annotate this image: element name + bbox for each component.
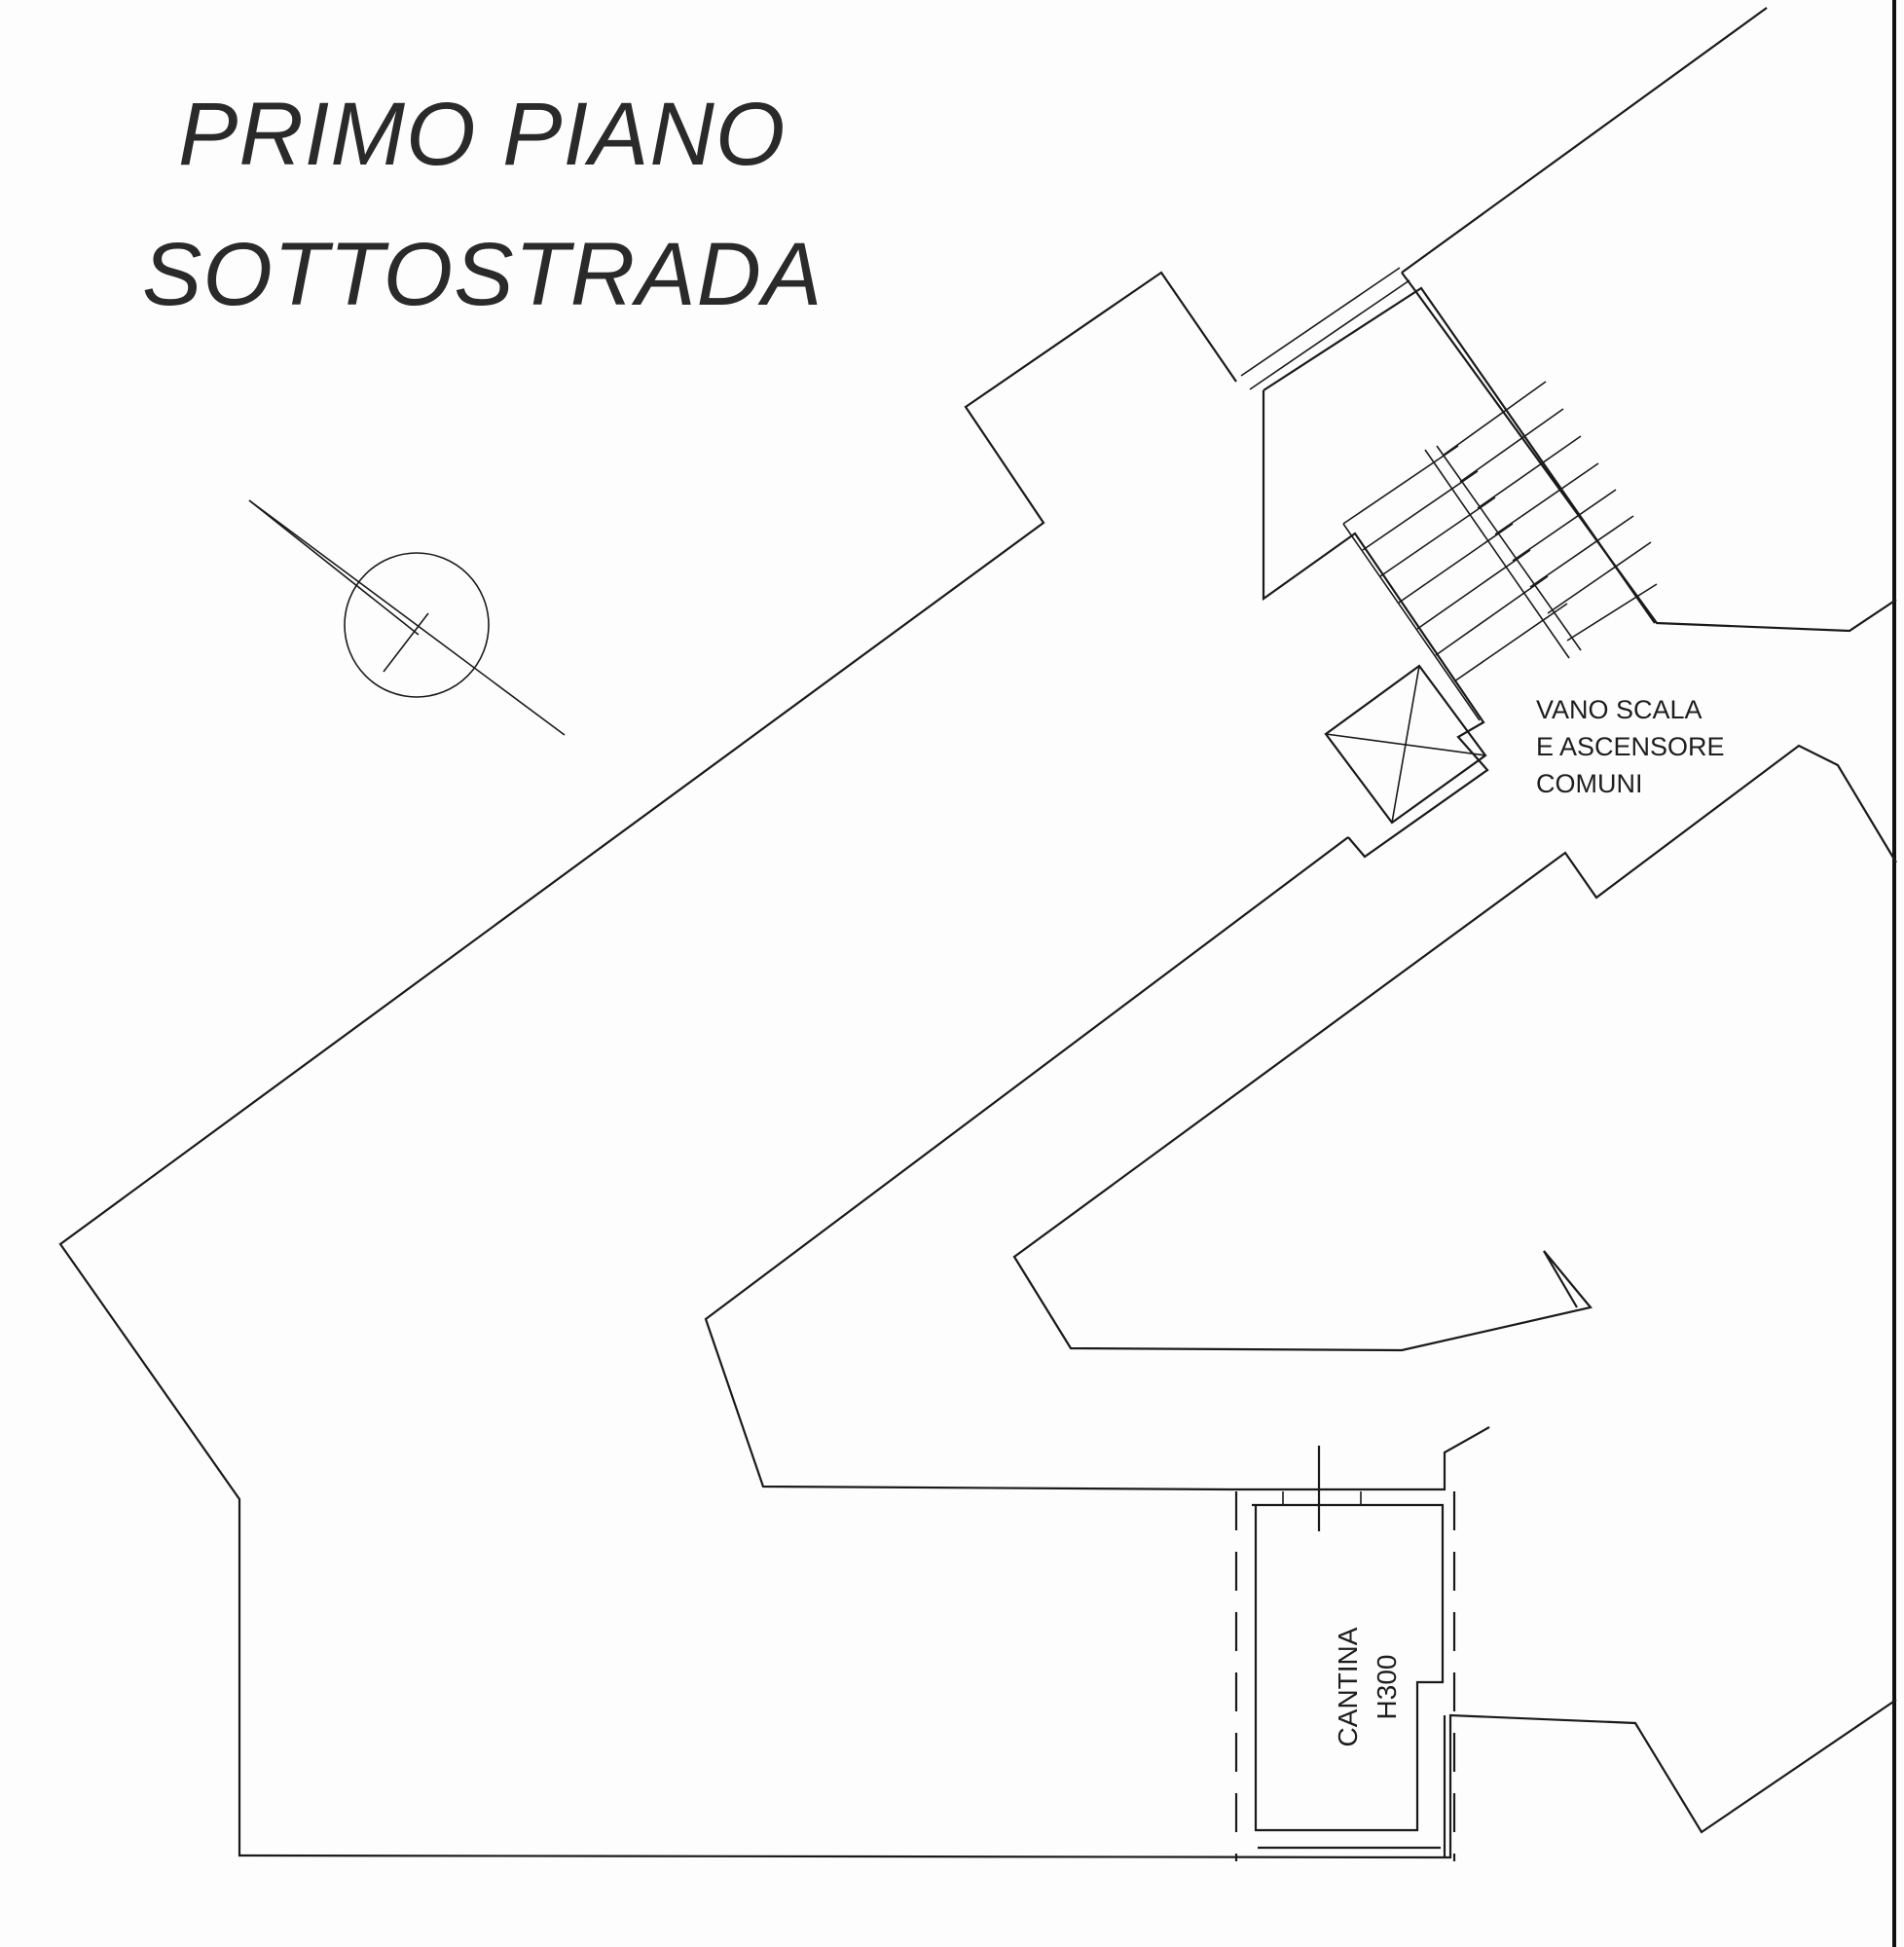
cellar-label-height: H300 <box>1372 1654 1402 1720</box>
stairwell-label: VANO SCALA E ASCENSORE COMUNI <box>1536 691 1725 802</box>
main-outline <box>58 271 1897 1859</box>
page-title-line-2: SOTTOSTRADA <box>142 225 824 324</box>
stairwell-label-line-2: E ASCENSORE <box>1536 732 1725 761</box>
stairwell-label-line-3: COMUNI <box>1536 769 1643 798</box>
cellar-label: CANTINA H300 <box>1329 1590 1407 1784</box>
cellar-right-wall-upper <box>1230 1426 1490 1491</box>
upper-right-wall <box>1401 272 1897 633</box>
stair-box <box>1263 286 1656 624</box>
stair-landing-line-2 <box>1249 279 1410 390</box>
north-arrow-icon <box>248 499 566 736</box>
elevator-shaft-icon <box>1324 664 1487 825</box>
cellar-label-name: CANTINA <box>1333 1627 1363 1747</box>
page-title-line-1: PRIMO PIANO <box>178 85 787 184</box>
cellar-top-wall <box>1543 1250 1578 1308</box>
boundary-line-top <box>1401 7 1768 274</box>
corridor-lower-wall <box>704 836 1349 1491</box>
cellar-room <box>1234 1446 1456 1861</box>
stair-landing-line-1 <box>1240 267 1401 377</box>
stair-treads <box>1342 381 1658 721</box>
corridor-wall <box>1262 390 1489 859</box>
stairwell-label-line-1: VANO SCALA <box>1536 695 1703 724</box>
right-edge-wall <box>1012 744 1897 1352</box>
